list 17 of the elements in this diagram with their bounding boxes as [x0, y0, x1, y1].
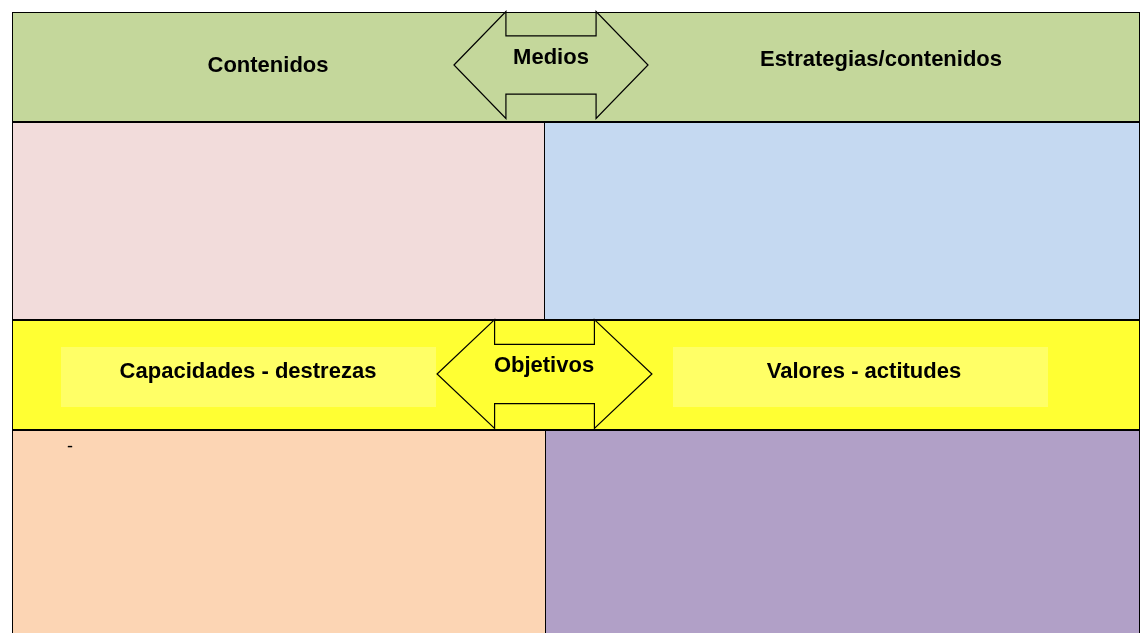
heading-text: Valores - actitudes — [766, 358, 962, 384]
content-panel — [12, 430, 546, 633]
label-panel — [61, 347, 436, 407]
double-arrow — [453, 11, 649, 119]
label-panel — [673, 347, 1048, 407]
heading-text: Contenidos — [207, 52, 329, 78]
content-panel — [12, 122, 545, 320]
bullet-text: - — [67, 435, 73, 457]
heading-text: Medios — [513, 44, 589, 70]
heading-text: Estrategias/contenidos — [759, 46, 1003, 72]
content-panel — [544, 122, 1140, 320]
header-band — [12, 320, 1140, 430]
header-band — [12, 12, 1140, 122]
content-panel — [545, 430, 1140, 633]
heading-text: Objetivos — [493, 352, 595, 378]
double-arrow — [436, 319, 653, 429]
heading-text: Capacidades - destrezas — [119, 358, 377, 384]
